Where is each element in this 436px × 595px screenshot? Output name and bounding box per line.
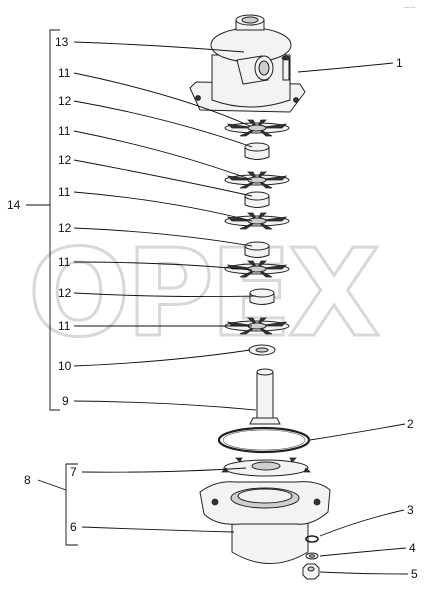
label-11-d: 11 xyxy=(58,255,71,269)
impeller-1 xyxy=(224,119,290,137)
impeller-5 xyxy=(224,317,290,335)
corner-mark: — — xyxy=(404,5,415,11)
label-12-b: 12 xyxy=(58,153,72,167)
label-6: 6 xyxy=(70,520,77,534)
bracket-8 xyxy=(37,463,78,546)
label-11-b: 11 xyxy=(58,124,71,138)
o-ring xyxy=(217,426,311,454)
plate xyxy=(221,457,311,477)
label-10: 10 xyxy=(58,359,72,373)
label-5: 5 xyxy=(411,567,418,581)
watermark: OPEX xyxy=(27,224,385,366)
label-2: 2 xyxy=(407,417,414,431)
label-11-c: 11 xyxy=(58,185,71,199)
label-11-e: 11 xyxy=(58,319,71,333)
washer xyxy=(305,552,319,560)
leader-lines xyxy=(73,41,409,575)
part-labels: 13 1 11 12 11 12 11 14 12 11 12 11 10 9 … xyxy=(7,35,418,581)
label-9: 9 xyxy=(62,394,69,408)
label-11-a: 11 xyxy=(58,66,71,80)
label-8: 8 xyxy=(24,473,31,487)
label-3: 3 xyxy=(407,503,414,517)
label-12-d: 12 xyxy=(58,286,72,300)
lock-washer xyxy=(305,535,319,543)
watermark-text: OPEX xyxy=(28,225,379,364)
label-12-a: 12 xyxy=(58,94,72,108)
label-7: 7 xyxy=(70,465,77,479)
label-14: 14 xyxy=(7,198,21,212)
lower-housing xyxy=(199,481,331,564)
label-4: 4 xyxy=(409,541,416,555)
label-13: 13 xyxy=(55,35,69,49)
bushing-1 xyxy=(244,142,270,160)
bushing-3 xyxy=(244,241,270,258)
impeller-2 xyxy=(224,171,290,189)
impeller-4 xyxy=(224,260,290,278)
bushing-2 xyxy=(244,191,270,208)
label-1: 1 xyxy=(396,56,403,70)
bracket-14 xyxy=(26,29,60,411)
nut xyxy=(302,563,320,580)
label-12-c: 12 xyxy=(58,221,72,235)
washer-10 xyxy=(248,344,276,356)
top-housing xyxy=(189,14,306,113)
shaft xyxy=(249,368,281,425)
bushing-4 xyxy=(249,288,275,305)
